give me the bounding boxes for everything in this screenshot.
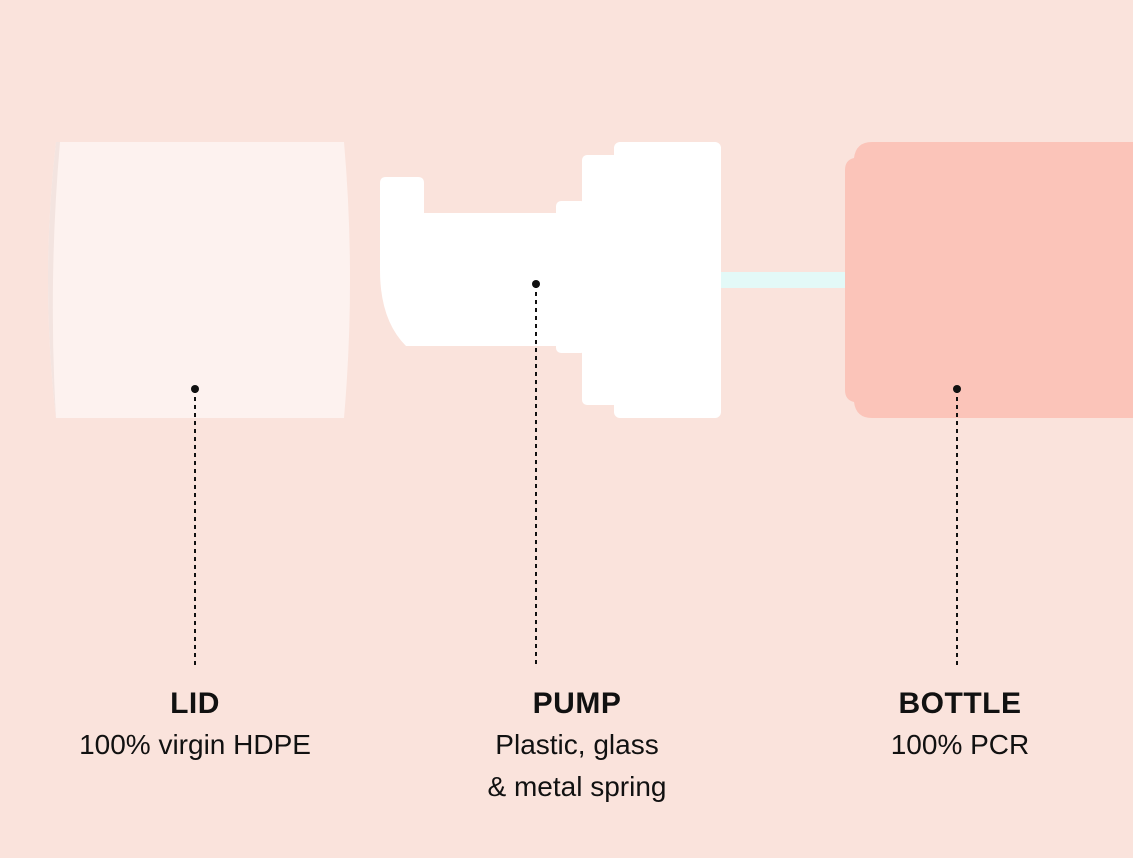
pump-collar (614, 142, 721, 418)
pump-label: PUMP Plastic, glass & metal spring (427, 686, 727, 808)
bottle-description-line: 100% PCR (890, 729, 1030, 760)
bottle-label: BOTTLE 100% PCR (810, 686, 1110, 766)
bottle-description: 100% PCR (810, 724, 1110, 766)
pump-description-line-2: & metal spring (487, 771, 667, 802)
pump-title: PUMP (532, 687, 622, 720)
bottle-shape (845, 142, 1133, 418)
pump-nozzle (380, 177, 556, 346)
lid-leader-dot (191, 385, 199, 393)
pump-leader-dot (532, 280, 540, 288)
lid-title: LID (170, 687, 220, 720)
pump-step-1 (556, 201, 586, 353)
lid-rim (48, 142, 60, 418)
lid-body (48, 142, 350, 418)
pump-description-line-1: Plastic, glass (495, 729, 659, 760)
lid-description: 100% virgin HDPE (45, 724, 345, 766)
pump-description: Plastic, glass & metal spring (427, 724, 727, 808)
bottle-body (845, 142, 1133, 418)
lid-description-line: 100% virgin HDPE (79, 729, 311, 760)
lid-shape (48, 142, 350, 418)
pump-step-2 (582, 155, 622, 405)
lid-label: LID 100% virgin HDPE (45, 686, 345, 766)
bottle-title: BOTTLE (898, 687, 1022, 720)
dip-tube (715, 272, 855, 288)
bottle-leader-dot (953, 385, 961, 393)
pump-shape (380, 142, 721, 418)
leader-lines (191, 280, 961, 666)
